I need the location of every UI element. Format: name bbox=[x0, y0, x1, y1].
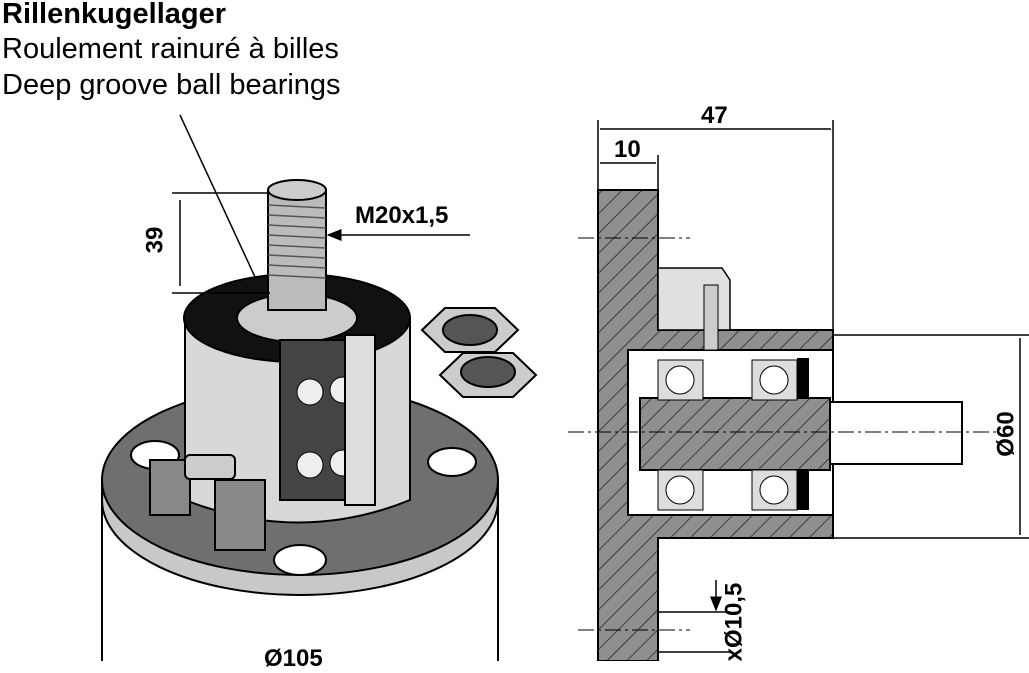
dim-hole-diameter: xØ10,5 bbox=[720, 582, 748, 662]
dim-flange-diameter: Ø105 bbox=[264, 645, 323, 672]
perspective-view bbox=[101, 179, 538, 661]
dim-stud-height: 39 bbox=[141, 226, 169, 254]
title-french: Roulement rainuré à billes bbox=[2, 33, 339, 65]
title-german: Rillenkugellager bbox=[2, 0, 227, 30]
dim-flange-thickness: 10 bbox=[614, 136, 641, 163]
dim-hub-diameter: Ø60 bbox=[992, 411, 1020, 457]
dim-thread: M20x1,5 bbox=[355, 202, 449, 229]
dim-total-length: 47 bbox=[701, 102, 728, 129]
title-english: Deep groove ball bearings bbox=[2, 69, 341, 101]
section-view bbox=[568, 189, 1000, 661]
